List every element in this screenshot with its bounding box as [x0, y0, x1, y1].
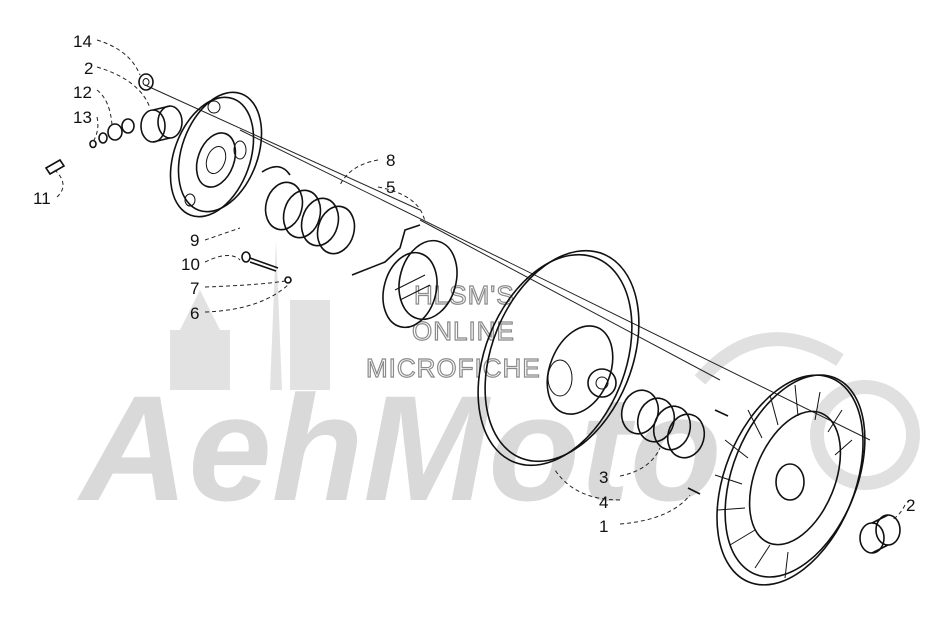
callout-14: 14 [73, 32, 92, 51]
watermark-motorcycle [694, 332, 920, 490]
part-helix [351, 224, 458, 329]
callout-6: 6 [190, 304, 199, 323]
callout-3: 3 [599, 468, 608, 487]
callout-10: 10 [181, 255, 200, 274]
callout-2-lower: 2 [906, 496, 915, 515]
callout-12: 12 [73, 83, 92, 102]
watermark: AehMoto HLSM'S ONLINE MICROFICHE [76, 240, 920, 532]
part-screw [241, 251, 292, 284]
callout-8: 8 [386, 151, 395, 170]
callout-5: 5 [386, 178, 395, 197]
callout-11: 11 [33, 189, 51, 208]
watermark-logo: AehMoto [76, 364, 722, 532]
part-moveable-sheave [477, 249, 640, 467]
callouts: 14 2 12 13 11 9 10 7 6 8 5 3 4 1 2 [33, 32, 915, 536]
callout-13: 13 [73, 108, 92, 127]
part-spring-upper [261, 165, 356, 255]
part-fixed-sheave [687, 374, 866, 586]
callout-4: 4 [599, 493, 608, 512]
assembly-axis [144, 84, 871, 441]
part-spring-lower [620, 389, 706, 459]
part-pin [44, 158, 66, 176]
part-nut [138, 73, 154, 91]
part-roller [89, 118, 135, 149]
callout-2-upper: 2 [84, 59, 93, 78]
part-bushing-lower [859, 514, 901, 554]
callout-1: 1 [599, 517, 608, 536]
watermark-line-1: HLSM'S [414, 280, 515, 310]
callout-7: 7 [190, 279, 199, 298]
part-cam-plate [169, 91, 263, 218]
watermark-line-2: ONLINE [412, 316, 515, 346]
leader-lines [54, 39, 906, 525]
watermark-line-3: MICROFICHE [366, 353, 541, 383]
callout-9: 9 [190, 231, 199, 250]
watermark-skyline [170, 240, 330, 390]
part-bushing-upper [140, 105, 183, 143]
